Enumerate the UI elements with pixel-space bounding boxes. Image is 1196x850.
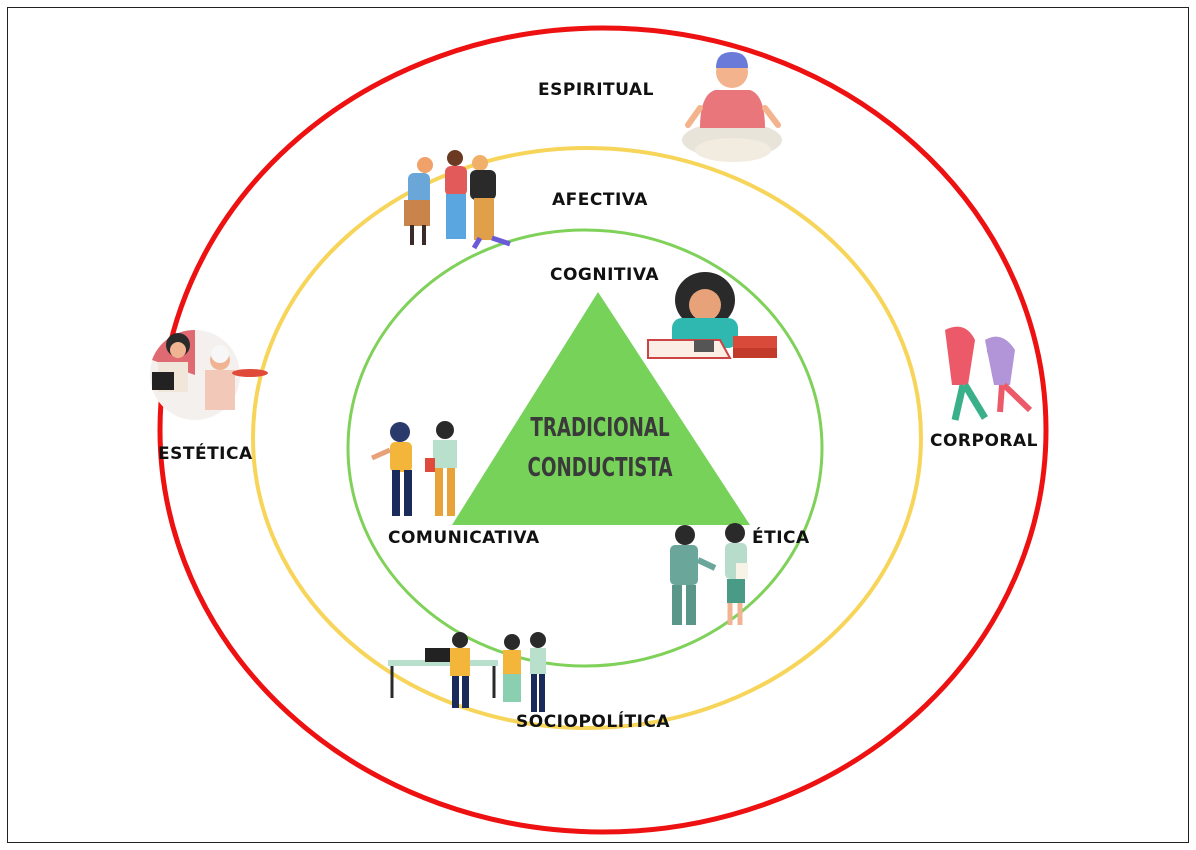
outer-ring xyxy=(157,25,1049,835)
studying-woman-icon xyxy=(647,272,777,359)
stretching-people-icon xyxy=(945,326,1033,421)
meditating-person-icon xyxy=(682,52,782,162)
middle-ring xyxy=(251,146,923,730)
label-afectiva: AFECTIVA xyxy=(552,190,648,210)
central-triangle xyxy=(452,292,750,525)
label-corporal: CORPORAL xyxy=(930,431,1039,451)
label-sociopolitica: SOCIOPOLÍTICA xyxy=(516,712,671,732)
office-meeting-icon xyxy=(388,632,546,712)
center-title-line1: TRADICIONAL xyxy=(530,413,670,443)
cooking-reading-icon xyxy=(150,329,268,420)
label-comunicativa: COMUNICATIVA xyxy=(388,528,540,548)
center-title: TRADICIONAL CONDUCTISTA xyxy=(522,408,678,488)
conversation-pair-icon xyxy=(370,421,457,516)
label-espiritual: ESPIRITUAL xyxy=(538,80,654,100)
label-cognitiva: COGNITIVA xyxy=(550,265,660,285)
label-estetica: ESTÉTICA xyxy=(158,444,253,464)
inner-ring xyxy=(346,228,824,668)
group-hug-icon xyxy=(404,150,511,250)
center-title-line2: CONDUCTISTA xyxy=(527,453,673,483)
handshake-icon xyxy=(670,523,748,625)
label-etica: ÉTICA xyxy=(752,528,810,548)
